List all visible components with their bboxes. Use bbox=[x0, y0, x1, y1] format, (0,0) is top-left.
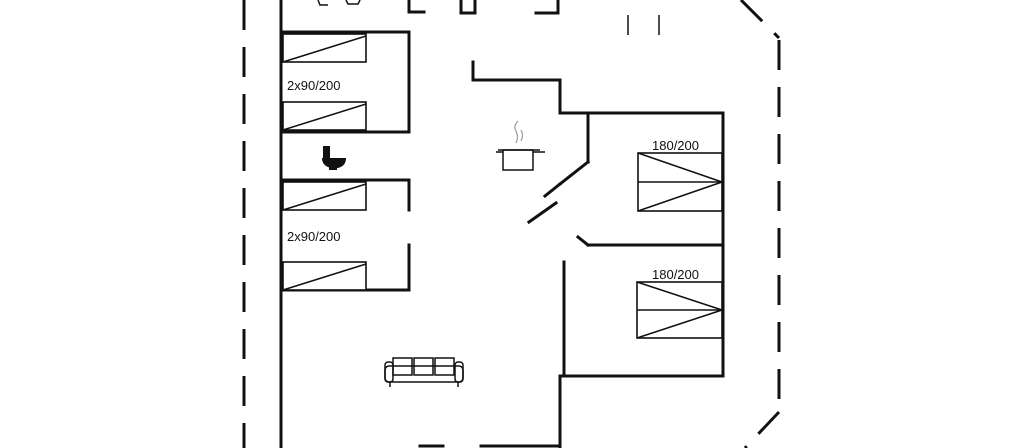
bed-90-lower-a bbox=[282, 181, 367, 211]
bed-label-90-bottom: 2x90/200 bbox=[287, 229, 341, 244]
bed-180-upper bbox=[637, 152, 723, 212]
cooking-pot-icon bbox=[496, 120, 545, 171]
sofa-icon bbox=[384, 357, 464, 387]
interior-walls bbox=[279, 0, 725, 448]
toilet-icon bbox=[322, 146, 346, 170]
bed-90-lower-b bbox=[282, 261, 367, 291]
bed-180-lower bbox=[636, 281, 723, 339]
bed-90-upper-b bbox=[282, 101, 367, 131]
bed-label-180-upper: 180/200 bbox=[652, 138, 699, 153]
outer-perimeter-dashed bbox=[242, 0, 781, 448]
bed-label-90-top: 2x90/200 bbox=[287, 78, 341, 93]
partial-fixture bbox=[317, 0, 361, 6]
window-marks bbox=[627, 15, 660, 35]
bed-90-upper-a bbox=[282, 33, 367, 63]
bed-label-180-lower: 180/200 bbox=[652, 267, 699, 282]
